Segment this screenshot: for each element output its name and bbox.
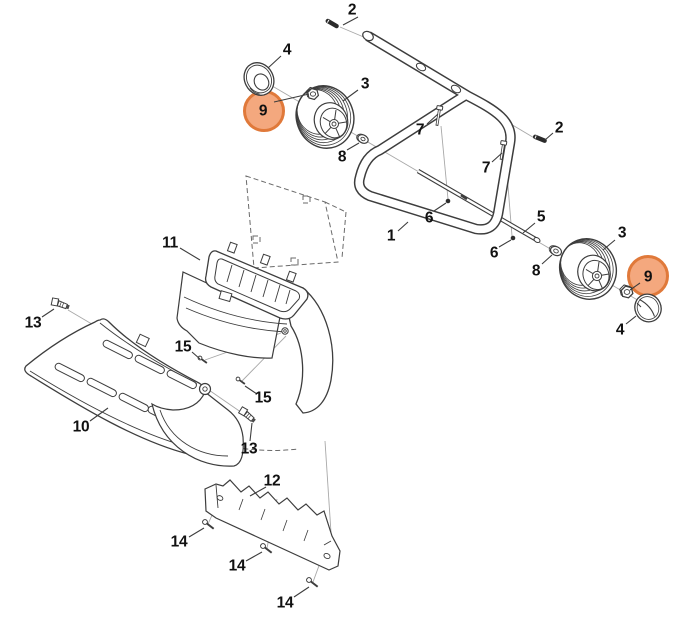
callout-7-right[interactable]: 7 — [481, 159, 491, 177]
part-1-frame[interactable] — [353, 30, 516, 235]
callout-15-a[interactable]: 15 — [174, 338, 192, 356]
part-3-wheel-right[interactable] — [551, 231, 624, 307]
part-6-nut-right[interactable] — [510, 235, 516, 241]
callout-9-right[interactable]: 9 — [643, 268, 653, 286]
callout-3-left[interactable]: 3 — [360, 75, 370, 93]
callout-7-left[interactable]: 7 — [415, 121, 425, 139]
callout-6-left[interactable]: 6 — [424, 209, 434, 227]
callout-8-right[interactable]: 8 — [531, 262, 541, 280]
part-4-hubcap-right[interactable] — [630, 290, 665, 326]
callout-3-right[interactable]: 3 — [617, 224, 627, 242]
callout-15-b[interactable]: 15 — [254, 389, 272, 407]
callout-8-left[interactable]: 8 — [337, 148, 347, 166]
callout-12[interactable]: 12 — [263, 472, 281, 490]
callout-13-mid[interactable]: 13 — [240, 440, 258, 458]
callout-14-b[interactable]: 14 — [228, 557, 246, 575]
callout-4-right[interactable]: 4 — [615, 321, 625, 339]
callout-5[interactable]: 5 — [536, 208, 546, 226]
part-8-washer-left[interactable] — [355, 132, 369, 145]
part-12-strip[interactable] — [204, 479, 341, 571]
callout-leader-lines — [41, 16, 641, 598]
part-13-screw-mid[interactable] — [237, 406, 257, 424]
callout-13-topleft[interactable]: 13 — [24, 314, 42, 332]
part-2-screw-right[interactable] — [532, 134, 547, 144]
part-7-screw-left[interactable] — [434, 105, 444, 127]
part-3-wheel-left[interactable] — [287, 78, 362, 157]
part-11-housing[interactable] — [176, 241, 334, 414]
callout-4-left[interactable]: 4 — [282, 41, 292, 59]
part-7-screw-right[interactable] — [498, 140, 508, 161]
callout-2-right[interactable]: 2 — [554, 119, 564, 137]
part-6-nut-left[interactable] — [445, 198, 451, 204]
part-14-screw-1[interactable] — [202, 519, 216, 531]
callout-14-c[interactable]: 14 — [276, 594, 294, 612]
callout-1[interactable]: 1 — [386, 227, 396, 245]
callout-14-a[interactable]: 14 — [170, 533, 188, 551]
part-2-screw-top[interactable] — [325, 18, 340, 29]
callout-11[interactable]: 11 — [162, 234, 178, 252]
part-14-screw-2[interactable] — [260, 543, 274, 555]
part-8-washer-right[interactable] — [548, 244, 563, 258]
part-15-screw-2[interactable] — [235, 376, 246, 385]
part-14-screw-3[interactable] — [306, 577, 320, 589]
callout-2-top[interactable]: 2 — [347, 1, 357, 19]
part-4-hubcap-left[interactable] — [238, 57, 279, 100]
part-9-nut-right[interactable] — [619, 284, 634, 299]
callout-10[interactable]: 10 — [72, 418, 90, 436]
part-13-screw-topleft[interactable] — [50, 297, 70, 311]
part-15-screw-1[interactable] — [197, 355, 208, 364]
callout-6-right[interactable]: 6 — [489, 244, 499, 262]
part-10-deflector[interactable] — [24, 318, 244, 467]
callout-9-left[interactable]: 9 — [258, 102, 268, 120]
part-9-nut-left[interactable] — [305, 86, 320, 101]
part-5-axle[interactable] — [416, 169, 541, 244]
